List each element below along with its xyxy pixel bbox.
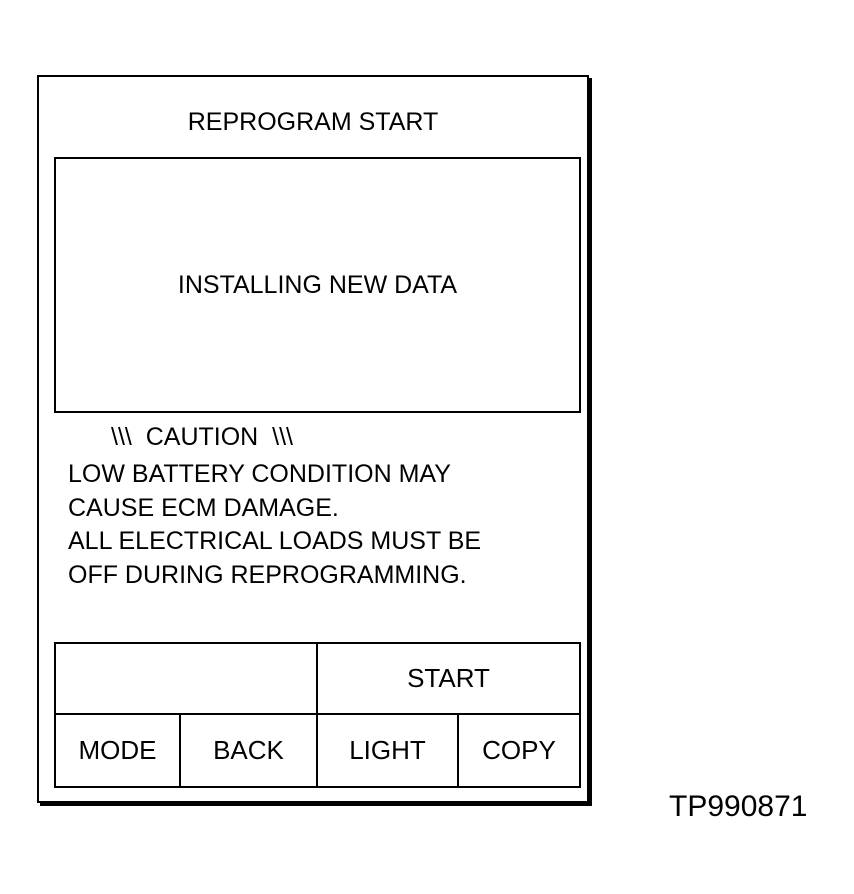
back-button[interactable]: BACK	[181, 715, 318, 786]
caution-text: LOW BATTERY CONDITION MAY CAUSE ECM DAMA…	[68, 458, 481, 592]
caution-line: ALL ELECTRICAL LOADS MUST BE	[68, 527, 482, 555]
figure-id: TP990871	[669, 790, 808, 823]
function-key-panel: START MODE BACK LIGHT COPY	[54, 642, 581, 788]
scan-tool-screen: REPROGRAM START INSTALLING NEW DATA \\\ …	[37, 75, 589, 803]
screen-title: REPROGRAM START	[187, 108, 439, 136]
caution-line: OFF DURING REPROGRAMMING.	[68, 560, 467, 589]
caution-line: LOW BATTERY CONDITION MAY	[68, 460, 451, 488]
copy-button[interactable]: COPY	[482, 735, 556, 765]
mode-button[interactable]: MODE	[56, 715, 181, 786]
blank-key[interactable]	[56, 644, 318, 715]
display-area: INSTALLING NEW DATA	[54, 157, 581, 413]
start-button[interactable]: START	[318, 644, 579, 715]
display-message: INSTALLING NEW DATA	[177, 271, 458, 299]
caution-heading: \\\ CAUTION \\\	[111, 423, 293, 451]
caution-line: CAUSE ECM DAMAGE.	[68, 493, 339, 522]
light-button[interactable]: LIGHT	[318, 715, 459, 786]
